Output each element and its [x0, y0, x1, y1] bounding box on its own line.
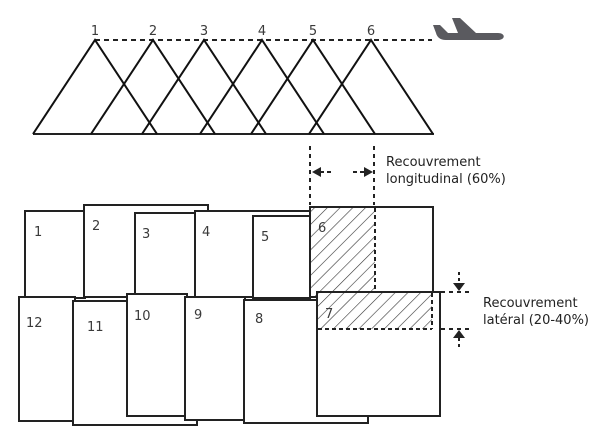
photo-label-9: 9: [194, 308, 202, 323]
photo-9: [184, 296, 246, 421]
footprint-triangle-5: [250, 38, 376, 135]
arrow-left-head: [312, 167, 321, 177]
lateral-label-line2: latéral (20-40%): [483, 313, 589, 328]
exposure-label-3: 3: [200, 24, 208, 39]
photo-label-7: 7: [325, 307, 333, 322]
photo-6-overlap-hatch: [311, 208, 375, 296]
photo-label-3: 3: [142, 227, 150, 242]
photo-strip-1-labels: 1 2 3 4 5 6: [34, 219, 326, 245]
arrow-down-head: [453, 283, 465, 291]
exposure-label-5: 5: [309, 24, 317, 39]
footprint-triangle-1: [32, 38, 158, 135]
photo-label-10: 10: [134, 309, 151, 324]
footprint-triangle-2: [90, 38, 216, 135]
photo-strip-1: [24, 204, 434, 299]
photo-label-1: 1: [34, 225, 42, 240]
photo-strip-2: [18, 291, 441, 426]
footprint-triangle-4: [199, 38, 325, 135]
photo-label-2: 2: [92, 219, 100, 234]
exposure-labels: 1 2 3 4 5 6: [91, 24, 375, 39]
photo-strip-2-labels: 12 11 10 9 8 7: [26, 307, 333, 335]
photo-label-12: 12: [26, 316, 43, 331]
longitudinal-label-line1: Recouvrement: [386, 155, 481, 170]
photo-label-5: 5: [261, 230, 269, 245]
photo-1: [24, 210, 86, 299]
photo-3: [134, 212, 196, 298]
photo-10: [126, 293, 188, 417]
photo-label-11: 11: [87, 320, 104, 335]
photo-label-8: 8: [255, 312, 263, 327]
longitudinal-label-line2: longitudinal (60%): [386, 172, 506, 187]
photo-label-6: 6: [318, 221, 326, 236]
exposure-label-1: 1: [91, 24, 99, 39]
lateral-label-line1: Recouvrement: [483, 296, 578, 311]
photo-12: [18, 296, 76, 422]
lateral-overlap-annotation: Recouvrement latéral (20-40%): [441, 272, 589, 350]
photo-7-overlap-hatch: [318, 293, 432, 329]
footprint-triangle-3: [141, 38, 267, 135]
camera-footprint-triangles: [32, 38, 434, 135]
exposure-label-6: 6: [367, 24, 375, 39]
footprint-triangle-6: [308, 38, 434, 135]
photo-label-4: 4: [202, 225, 210, 240]
exposure-label-2: 2: [149, 24, 157, 39]
flight-line-section: 1 2 3 4 5 6: [32, 18, 504, 135]
arrow-up-head: [453, 330, 465, 338]
arrow-right-head: [364, 167, 373, 177]
exposure-label-4: 4: [258, 24, 266, 39]
photo-5: [252, 215, 311, 299]
airplane-icon: [433, 18, 504, 40]
longitudinal-overlap-annotation: Recouvrement longitudinal (60%): [309, 146, 506, 205]
